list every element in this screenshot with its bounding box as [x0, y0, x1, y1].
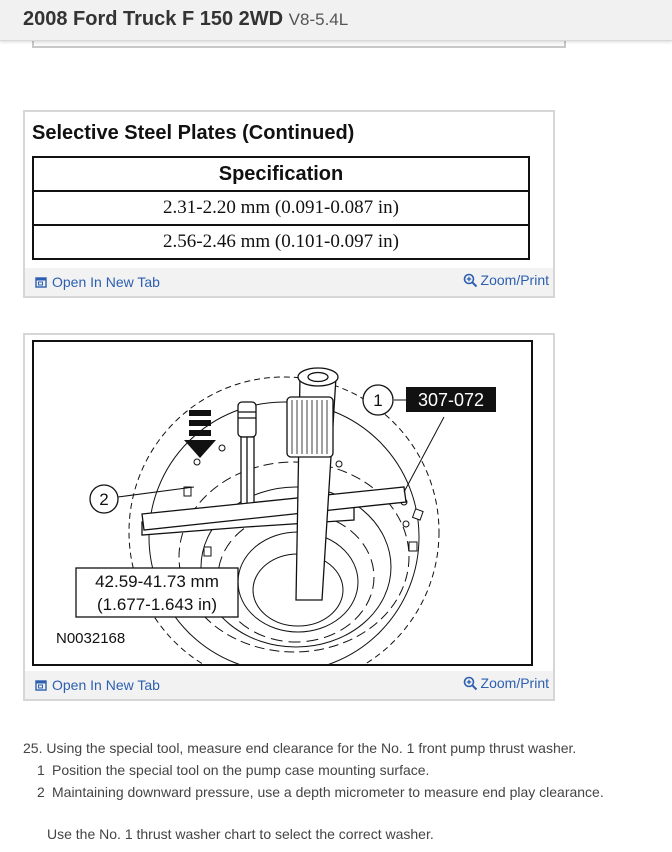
- open-in-new-tab-link[interactable]: Open In New Tab: [35, 677, 160, 693]
- illustration-drawing: 2 1 307-072 42.59-41.73 mm (1.677-1.643 …: [56, 367, 496, 688]
- table-header-row: Specification: [32, 156, 530, 192]
- open-in-new-tab-label: Open In New Tab: [52, 274, 160, 290]
- substep-text: Maintaining downward pressure, use a dep…: [52, 784, 604, 800]
- zoom-print-link[interactable]: Zoom/Print: [463, 675, 549, 691]
- open-in-new-tab-link[interactable]: Open In New Tab: [35, 274, 160, 290]
- step-25-text: 25. Using the special tool, measure end …: [23, 740, 577, 756]
- vehicle-name: 2008 Ford Truck F 150 2WD: [23, 8, 284, 30]
- callout-1-circle: [362, 384, 394, 416]
- open-in-new-tab-icon: [35, 277, 47, 288]
- technical-illustration[interactable]: 2 1 307-072 42.59-41.73 mm (1.677-1.643 …: [32, 340, 533, 688]
- engine-label: V8-5.4L: [288, 10, 349, 29]
- page-header: 2008 Ford Truck F 150 2WD V8-5.4L: [0, 0, 672, 41]
- pump-shaft: [286, 367, 339, 601]
- open-in-new-tab-label: Open In New Tab: [52, 677, 160, 693]
- washer-chart-note: Use the No. 1 thrust washer chart to sel…: [47, 826, 434, 842]
- table-row: 2.31-2.20 mm (0.091-0.087 in): [32, 190, 530, 226]
- substep: 1 Position the special tool on the pump …: [37, 762, 663, 778]
- card-footer: Open In New Tab Zoom/Print: [25, 671, 553, 699]
- column-header: Specification: [32, 156, 530, 192]
- zoom-icon: [463, 273, 477, 287]
- vehicle-title: 2008 Ford Truck F 150 2WD V8-5.4L: [23, 8, 348, 31]
- substep-number: 2: [37, 784, 45, 800]
- spec-table: Specification 2.31-2.20 mm (0.091-0.087 …: [32, 156, 530, 260]
- table-cell: 2.56-2.46 mm (0.101-0.097 in): [32, 224, 530, 260]
- measurement-mm: 42.59-41.73 mm: [95, 572, 219, 591]
- zoom-icon: [463, 676, 477, 690]
- figure-id: N0032168: [56, 630, 125, 647]
- tool-number: 307-072: [418, 390, 484, 410]
- table-row: 2.56-2.46 mm (0.101-0.097 in): [32, 224, 530, 260]
- zoom-print-label: Zoom/Print: [480, 675, 549, 691]
- substep-text: Position the special tool on the pump ca…: [52, 762, 430, 778]
- spec-table-card: Selective Steel Plates (Continued) Speci…: [23, 110, 555, 298]
- table-title: Selective Steel Plates (Continued): [32, 122, 355, 144]
- instructions: 25. Using the special tool, measure end …: [23, 740, 663, 842]
- open-in-new-tab-icon: [35, 680, 47, 691]
- zoom-print-link[interactable]: Zoom/Print: [463, 272, 549, 288]
- callout-1-label: 1: [373, 391, 382, 410]
- measurement-box: [75, 567, 239, 618]
- downward-pressure-arrow: [184, 410, 216, 458]
- tool-number-box: [406, 387, 496, 412]
- measurement-in: (1.677-1.643 in): [97, 595, 217, 614]
- substep-number: 1: [37, 762, 45, 778]
- zoom-print-label: Zoom/Print: [480, 272, 549, 288]
- callout-2-circle: [89, 484, 119, 514]
- bolt-holes: [183, 444, 424, 557]
- callout-2-label: 2: [99, 490, 108, 509]
- table-cell: 2.31-2.20 mm (0.091-0.087 in): [32, 190, 530, 226]
- figure-card: 2 1 307-072 42.59-41.73 mm (1.677-1.643 …: [23, 333, 555, 701]
- leader-lines: [117, 399, 445, 498]
- card-footer: Open In New Tab Zoom/Print: [25, 268, 553, 296]
- substep: 2 Maintaining downward pressure, use a d…: [37, 784, 663, 800]
